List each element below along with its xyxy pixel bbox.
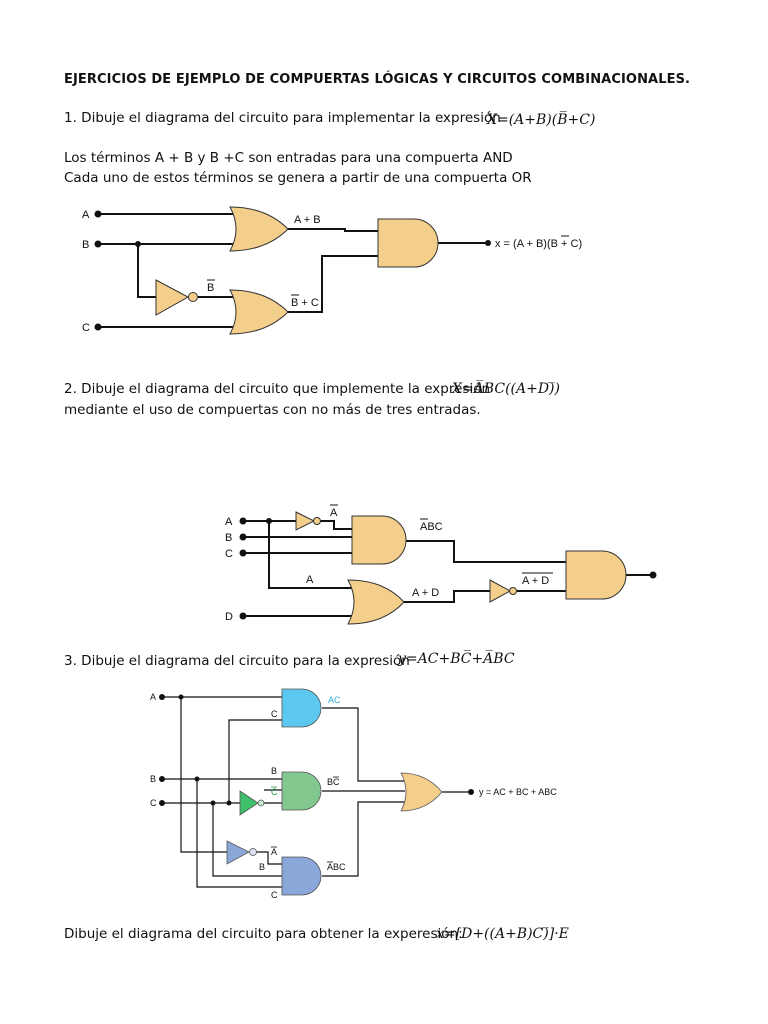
page-title: EJERCICIOS DE EJEMPLO DE COMPUERTAS LÓGI… — [64, 72, 691, 87]
input-b-label: B — [82, 239, 89, 251]
circuit-1: A B C A + B B B + C x = (A + B)(B + C) — [82, 206, 582, 335]
output-y-label: y = AC + BC + ABC — [479, 787, 557, 797]
not-gate-b — [155, 279, 190, 316]
not-gate-a-plus-d — [489, 579, 512, 603]
exercise-1-note-2: Cada uno de estos términos se genera a p… — [64, 170, 532, 186]
a-bar-label: A — [271, 847, 277, 857]
input-c-label: C — [150, 798, 157, 808]
ac-label: AC — [328, 695, 341, 705]
not-gate-a — [226, 840, 250, 865]
b-bar-label: B — [207, 282, 214, 294]
c-bar-label: C — [271, 787, 278, 797]
b-cbar-label: BC — [327, 777, 340, 787]
b-bar-plus-c-label: B + C — [291, 297, 319, 309]
not-gate-c — [239, 790, 259, 816]
input-d-label: D — [225, 611, 233, 623]
b-label-2: B — [271, 766, 277, 776]
or-gate-output — [400, 772, 443, 812]
circuit-2: A B C D A ABC A A + D A + D — [225, 504, 657, 625]
circuit-3: A B C C AC B C BC A B C ABC y = AC + BC … — [150, 688, 557, 900]
input-c-label: C — [82, 322, 90, 334]
exercise-3-prompt: 3. Dibuje el diagrama del circuito para … — [64, 653, 410, 669]
exercise-2-prompt-line-1: 2. Dibuje el diagrama del circuito que i… — [64, 381, 491, 397]
input-a-label: A — [82, 209, 90, 221]
output-x-label: x = (A + B)(B + C) — [495, 238, 582, 250]
and-gate-abar-b-c — [281, 856, 322, 896]
and-gate-output — [377, 218, 439, 268]
exercise-1-expression: X=(A+B)(B̅+C) — [487, 112, 596, 128]
abar-bc-label: ABC — [327, 862, 346, 872]
input-c-label: C — [225, 548, 233, 560]
b-label-3: B — [259, 862, 265, 872]
input-a-label: A — [225, 516, 233, 528]
exercise-4-expression: x=[D+((A+B)C)̅]·E — [436, 926, 569, 942]
or-gate-a-plus-d — [347, 579, 405, 625]
a-plus-b-label: A + B — [294, 214, 321, 226]
a-branch-label: A — [306, 574, 314, 586]
abar-bc-label: ABC — [420, 521, 443, 533]
or-gate-a-plus-b — [229, 206, 289, 252]
input-b-label: B — [225, 532, 232, 544]
and-gate-ac — [281, 688, 322, 728]
or-gate-bbar-plus-c — [229, 289, 289, 335]
exercise-1-prompt: 1. Dibuje el diagrama del circuito para … — [64, 110, 501, 126]
exercise-2-prompt-line-2: mediante el uso de compuertas con no más… — [64, 402, 481, 418]
a-plus-d-label: A + D — [412, 587, 439, 599]
c-label-1: C — [271, 709, 278, 719]
a-plus-d-bar-label: A + D — [522, 575, 549, 587]
c-label-3: C — [271, 890, 278, 900]
exercise-3-expression: y=AC+BC̅+A̅BC — [398, 651, 515, 667]
input-a-label: A — [150, 692, 156, 702]
and-gate-b-cbar — [281, 771, 322, 811]
exercise-1-note-1: Los términos A + B y B +C son entradas p… — [64, 150, 513, 166]
a-bar-label: A — [330, 507, 338, 519]
input-b-label: B — [150, 774, 156, 784]
not-gate-a — [295, 511, 316, 531]
and-gate-final — [565, 550, 627, 600]
exercise-2-expression: X=A̅BC((A+D)̅) — [452, 381, 560, 397]
exercise-4-prompt: Dibuje el diagrama del circuito para obt… — [64, 926, 463, 942]
and-gate-abar-b-c — [351, 515, 407, 565]
